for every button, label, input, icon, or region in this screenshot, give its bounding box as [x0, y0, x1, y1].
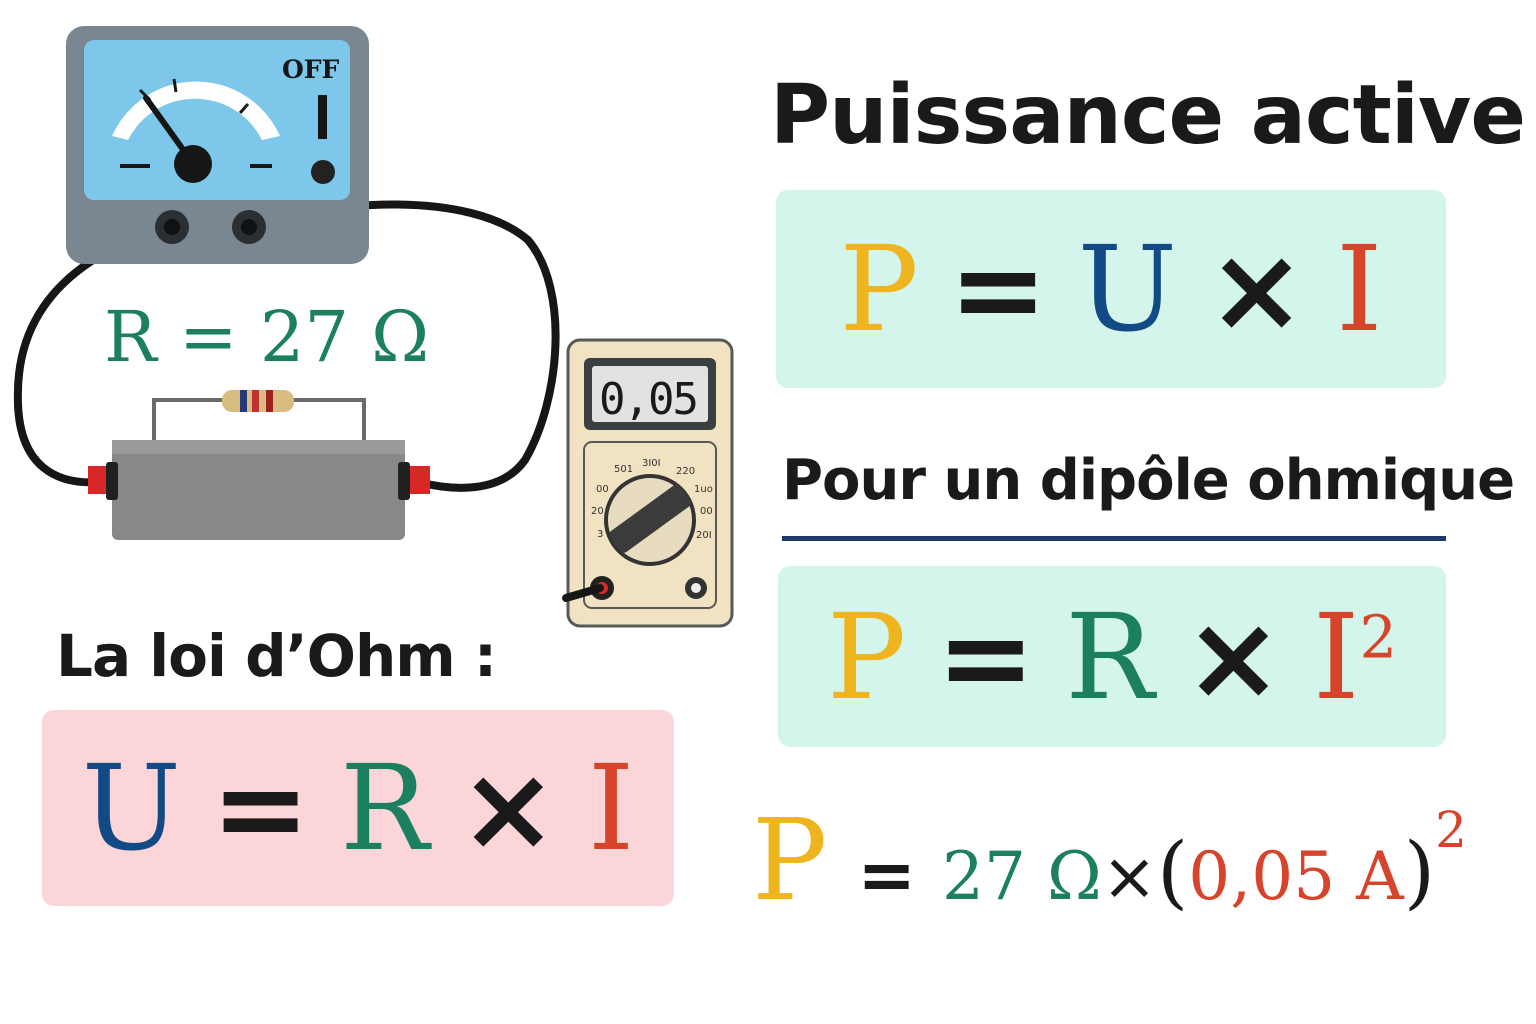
- dial-label: 20: [591, 506, 604, 517]
- power-symbol: P: [826, 587, 907, 726]
- open-paren: (: [1157, 825, 1189, 918]
- formula-ohm-box: U=R×I: [42, 710, 674, 906]
- resistance-symbol: R: [339, 739, 429, 877]
- dial-label: 00: [700, 506, 713, 517]
- exponent: 2: [1359, 602, 1398, 672]
- formula-ohmic-box: P=R×I2: [778, 566, 1446, 747]
- divider-line: [782, 536, 1446, 541]
- exponent: 2: [1435, 801, 1467, 859]
- voltage-symbol: U: [81, 739, 182, 877]
- power-symbol: P: [752, 796, 828, 926]
- multimeter-display: 0,05: [599, 374, 697, 425]
- equals-sign: =: [211, 739, 310, 877]
- meter-off-label: OFF: [282, 55, 340, 84]
- circuit-illustration: OFF 0,05 501 3I0I 220 00 1uo 20 00: [13, 26, 734, 628]
- multimeter-dial-labels: 501 3I0I 220 00 1uo 20 00 3 20I: [591, 458, 713, 541]
- dial-label: 220: [676, 466, 695, 477]
- dial-label: 1uo: [694, 484, 713, 495]
- equals-sign: =: [936, 587, 1036, 726]
- dial-label: 20I: [696, 530, 712, 541]
- voltage-symbol: U: [1077, 220, 1178, 358]
- numeric-calculation: P = 27 Ω × ( 0,05 A ) 2: [752, 796, 1467, 926]
- equals-sign: =: [857, 834, 917, 916]
- ohms-law-heading: La loi d’Ohm :: [56, 622, 497, 690]
- resistance-value: 27 Ω: [942, 838, 1102, 915]
- dial-label: 00: [596, 484, 609, 495]
- current-symbol: I: [1312, 587, 1360, 726]
- times-sign: ×: [1101, 838, 1158, 915]
- dial-label: 3I0I: [642, 458, 661, 469]
- current-symbol: I: [587, 739, 635, 877]
- page-title: Puissance active: [770, 68, 1526, 163]
- analog-meter: [66, 26, 369, 264]
- times-sign: ×: [1207, 220, 1306, 358]
- formula-power-box: P=U×I: [776, 190, 1446, 388]
- times-sign: ×: [1184, 587, 1283, 726]
- current-symbol: I: [1335, 220, 1383, 358]
- dial-label: 501: [614, 464, 633, 475]
- resistance-label: R = 27 Ω: [104, 296, 430, 378]
- resistor-box: [88, 390, 430, 540]
- equals-sign: =: [948, 220, 1048, 358]
- current-value: 0,05 A: [1188, 838, 1404, 915]
- dial-label: 3: [597, 529, 603, 540]
- wire-right: [244, 200, 560, 492]
- power-symbol: P: [839, 220, 919, 358]
- resistance-symbol: R: [1065, 587, 1155, 726]
- multimeter: [562, 338, 734, 628]
- ohmic-dipole-heading: Pour un dipôle ohmique :: [782, 448, 1536, 513]
- close-paren: ): [1403, 825, 1436, 918]
- times-sign: ×: [458, 739, 558, 877]
